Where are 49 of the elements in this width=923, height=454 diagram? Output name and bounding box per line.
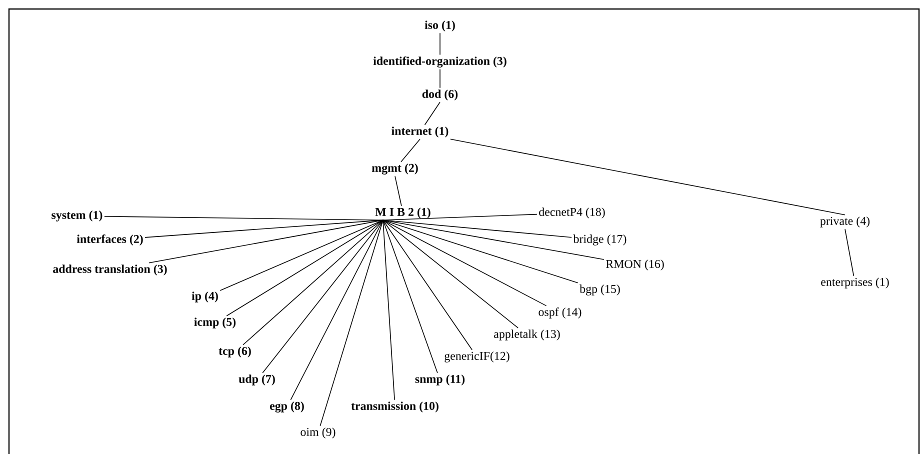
tree-label: address translation (3) <box>53 264 167 276</box>
tree-line <box>450 138 846 216</box>
tree-label: snmp (11) <box>415 374 465 386</box>
tree-label: transmission (10) <box>351 402 438 412</box>
tree-line <box>220 220 384 291</box>
tree-label: bgp (15) <box>580 284 620 296</box>
tree-label: appletalk (13) <box>494 330 560 340</box>
tree-line <box>262 220 384 374</box>
tree-line <box>382 220 518 328</box>
tree-label: genericIF(12) <box>444 352 510 362</box>
tree-label: icmp (5) <box>194 318 236 328</box>
tree-label: bridge (17) <box>573 234 626 246</box>
tree-line <box>320 220 384 426</box>
tree-label: udp (7) <box>238 374 275 386</box>
tree-line <box>290 220 384 400</box>
tree-label: dod (6) <box>422 90 458 100</box>
tree-label: system (1) <box>52 210 102 222</box>
tree-line <box>382 214 538 221</box>
tree-label: oim (9) <box>300 428 336 438</box>
tree-label: enterprises (1) <box>821 278 889 288</box>
tree-line <box>382 220 473 350</box>
tree-line <box>400 138 420 162</box>
tree-line <box>148 220 384 264</box>
tree-line <box>382 220 438 374</box>
tree-label: egp (8) <box>270 402 304 412</box>
tree-label: internet (1) <box>392 126 448 138</box>
tree-line <box>104 216 384 221</box>
tree-label: decnetP4 (18) <box>539 208 605 218</box>
tree-label: interfaces (2) <box>76 234 143 246</box>
tree-line <box>382 220 572 238</box>
tree-label: M I B 2 (1) <box>375 208 430 218</box>
tree-label: ip (4) <box>192 292 218 302</box>
tree-line <box>382 220 604 260</box>
tree-line <box>382 220 395 400</box>
tree-label: RMON (16) <box>606 260 664 270</box>
tree-label: ospf (14) <box>538 308 582 318</box>
tree-line <box>226 220 384 316</box>
tree-line <box>394 176 402 206</box>
tree-line <box>382 220 547 306</box>
tree-line <box>844 228 854 276</box>
tree-label: iso (1) <box>424 20 455 32</box>
tree-line <box>424 102 440 126</box>
tree-label: private (4) <box>820 216 870 228</box>
tree-label: mgmt (2) <box>372 164 418 174</box>
tree-line <box>382 220 578 284</box>
tree-label: identified-organization (3) <box>373 56 506 68</box>
tree-line <box>242 220 384 346</box>
tree-line <box>144 220 384 238</box>
tree-label: tcp (6) <box>218 346 251 358</box>
